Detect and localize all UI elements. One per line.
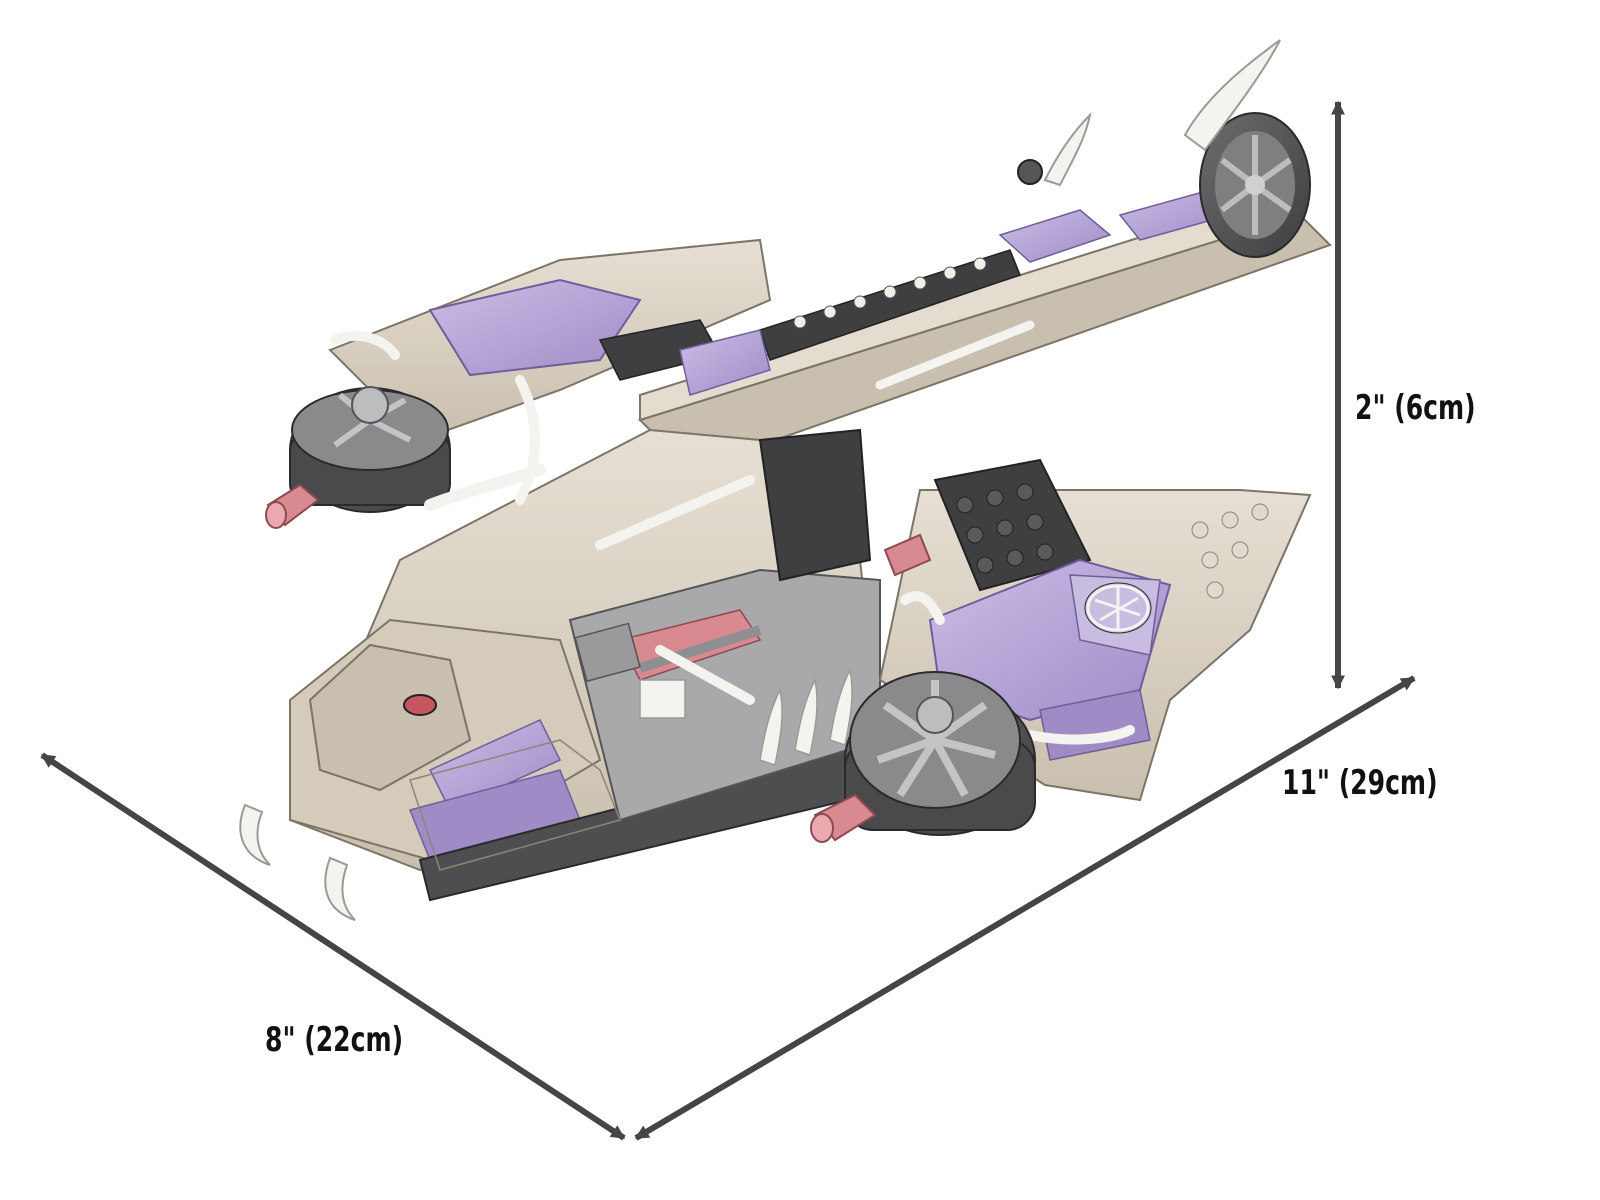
tail-rotor <box>1017 39 1311 258</box>
depth-arrow <box>40 752 626 1141</box>
left-wing <box>328 238 772 442</box>
left-engine <box>265 386 451 529</box>
width-arrow <box>634 675 1416 1141</box>
width-dimension-label: 11" (29cm) <box>1282 763 1438 803</box>
height-dimension-label: 2" (6cm) <box>1355 388 1476 428</box>
depth-dimension-label: 8" (22cm) <box>265 1020 404 1060</box>
vehicle-model <box>239 39 1332 921</box>
dimension-arrows <box>40 100 1416 1141</box>
tail-boom <box>638 188 1332 472</box>
